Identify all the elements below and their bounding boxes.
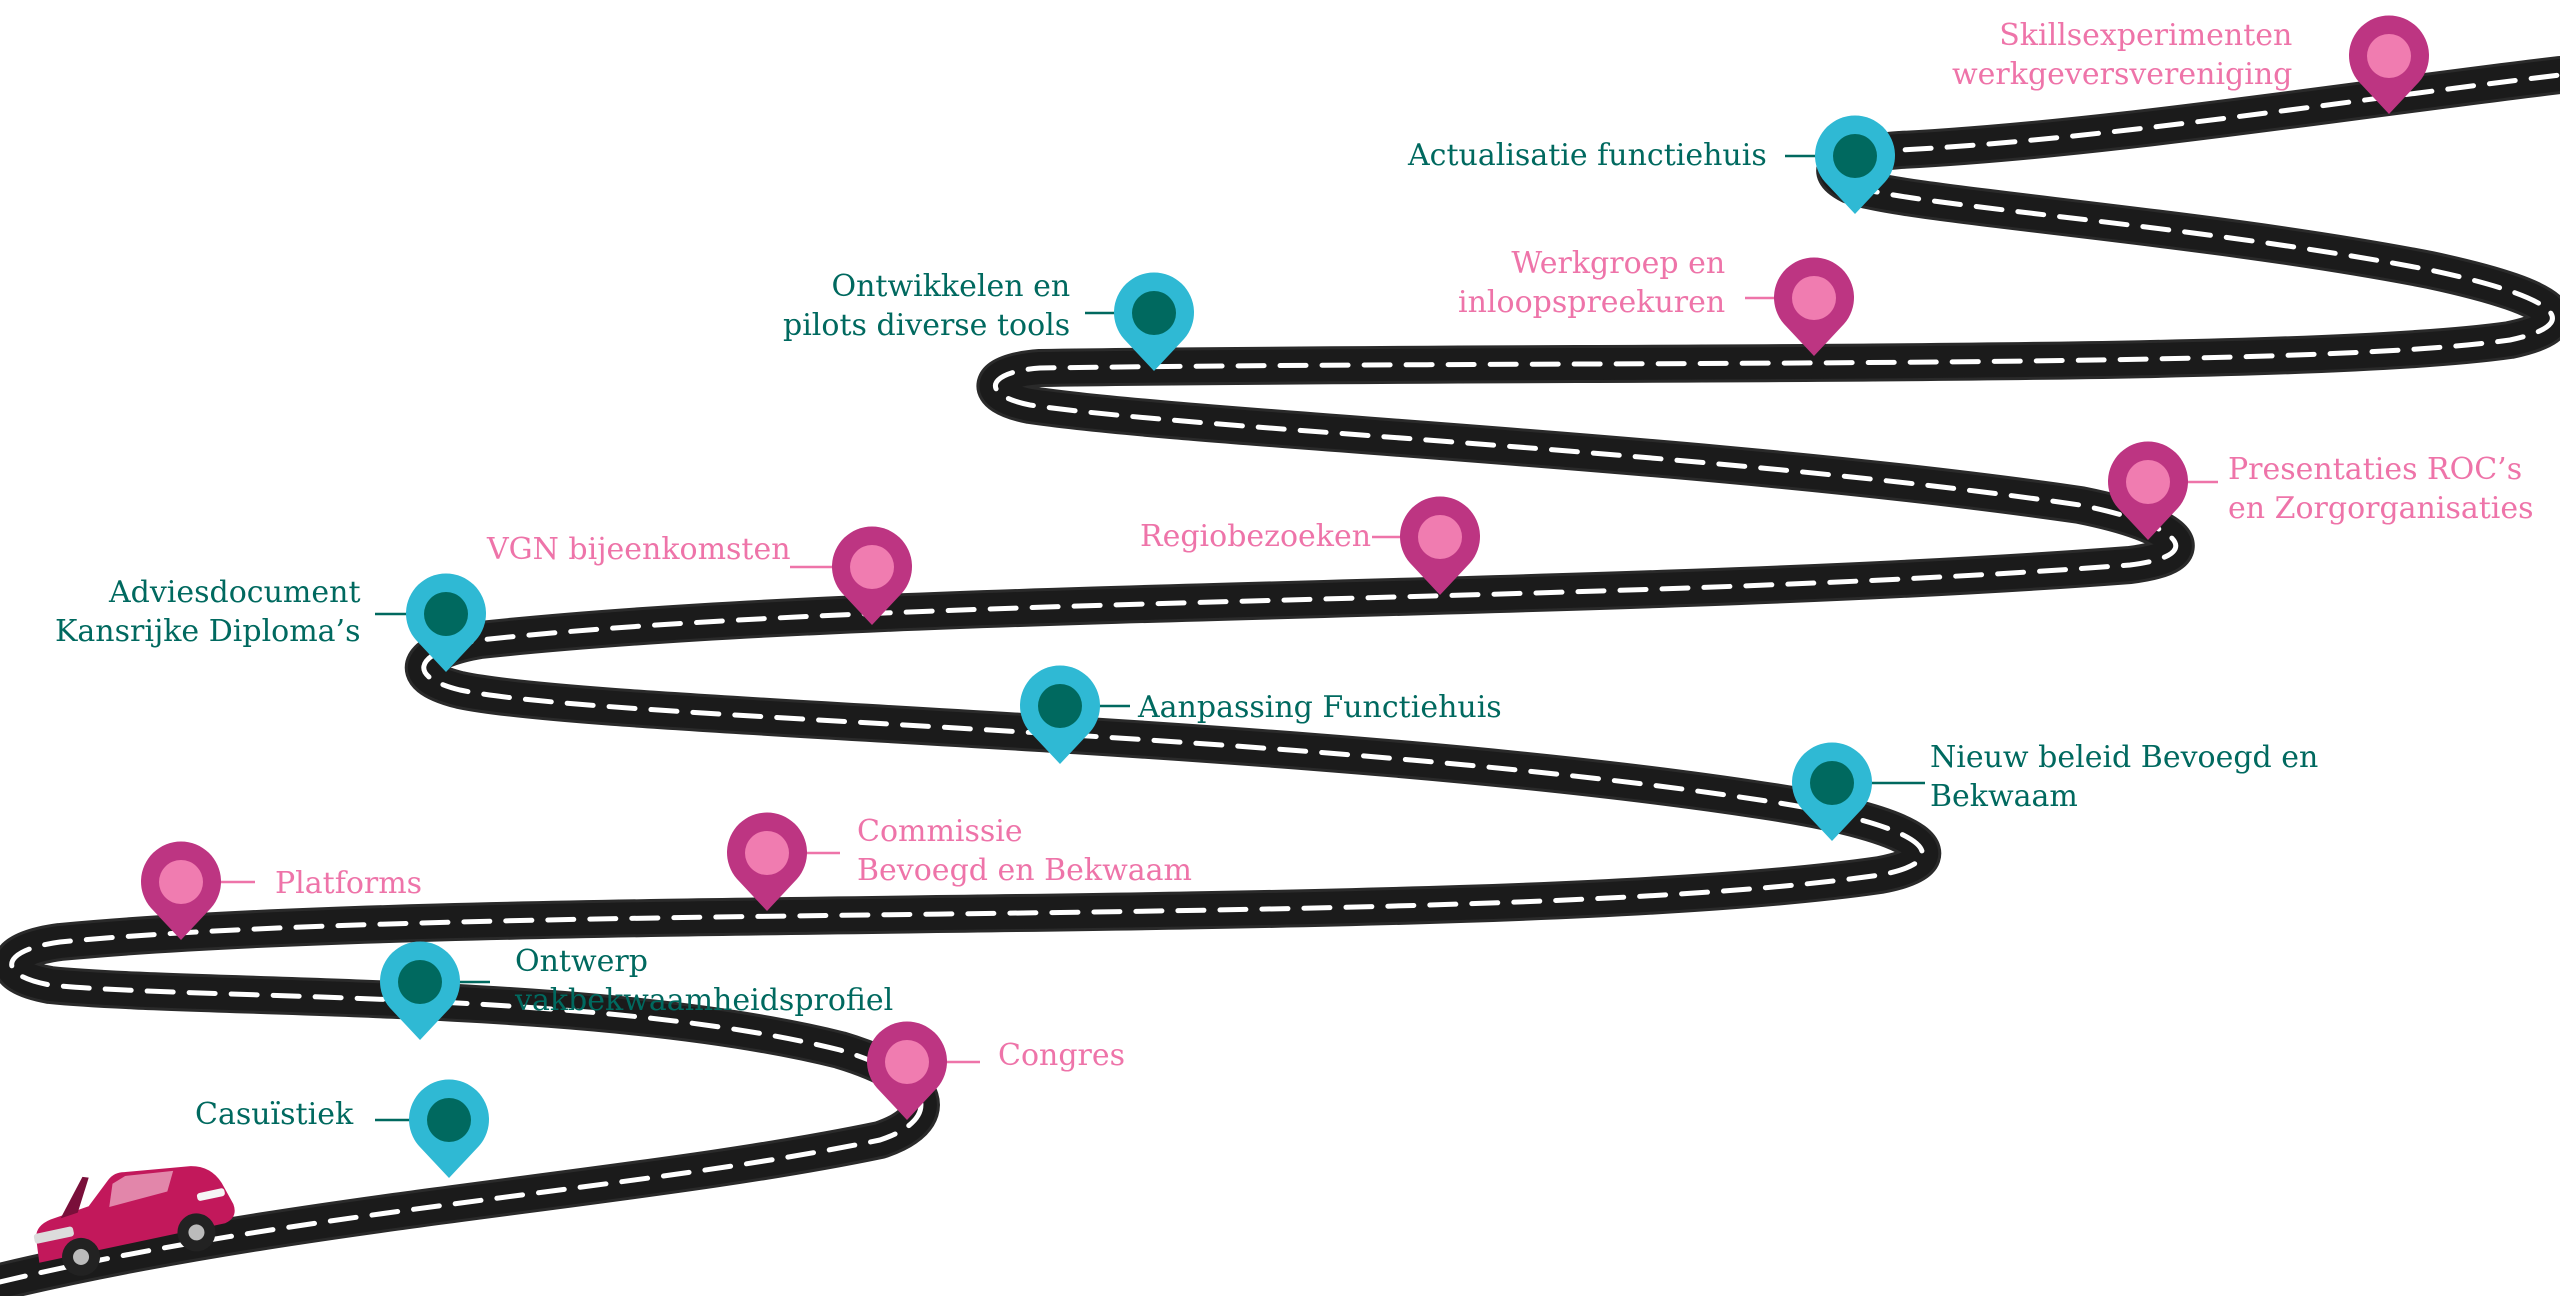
milestone-label-line: pilots diverse tools bbox=[783, 308, 1071, 343]
milestone-label-werkgroep: Werkgroep en inloopspreekuren bbox=[1458, 244, 1725, 322]
milestone-label-line: Casuïstiek bbox=[195, 1097, 354, 1132]
milestone-label-line: Regiobezoeken bbox=[1140, 519, 1372, 554]
milestone-label-actualisatie: Actualisatie functiehuis bbox=[1408, 136, 1767, 175]
milestone-label-line: Kansrijke Diploma’s bbox=[55, 614, 361, 649]
milestone-label-casuistiek: Casuïstiek bbox=[195, 1095, 353, 1134]
milestone-label-line: Platforms bbox=[275, 866, 423, 901]
map-pin-icon-adviesdocument bbox=[406, 573, 486, 672]
milestone-label-line: VGN bijeenkomsten bbox=[487, 532, 791, 567]
milestone-label-regiobezoeken: Regiobezoeken bbox=[1140, 517, 1371, 556]
milestone-label-ontwikkelen: Ontwikkelen en pilots diverse tools bbox=[783, 267, 1070, 345]
map-pin-icon-ontwikkelen bbox=[1114, 272, 1194, 371]
milestone-label-line: inloopspreekuren bbox=[1458, 285, 1726, 320]
car-icon bbox=[33, 1166, 235, 1276]
map-pin-icon-aanpassing bbox=[1019, 665, 1100, 764]
map-pin-icon-werkgroep bbox=[1774, 257, 1855, 356]
map-pin-icon-casuistiek bbox=[409, 1079, 489, 1178]
milestone-label-line: Werkgroep en bbox=[1511, 246, 1726, 281]
milestone-label-nieuw-beleid: Nieuw beleid Bevoegd en Bekwaam bbox=[1930, 738, 2318, 816]
milestone-label-line: Congres bbox=[998, 1038, 1126, 1073]
milestone-label-line: Actualisatie functiehuis bbox=[1408, 138, 1767, 173]
map-pin-icon-vgn bbox=[832, 526, 913, 625]
milestone-label-congres: Congres bbox=[998, 1036, 1125, 1075]
map-pin-icon-presentaties bbox=[2108, 441, 2188, 540]
milestone-label-vgn: VGN bijeenkomsten bbox=[487, 530, 791, 569]
milestone-label-line: werkgeversvereniging bbox=[1952, 57, 2293, 92]
milestone-label-line: Commissie bbox=[857, 814, 1023, 849]
milestone-label-line: Adviesdocument bbox=[108, 575, 361, 610]
map-pin-icon-nieuw-beleid bbox=[1792, 742, 1872, 841]
map-pin-icon-regiobezoeken bbox=[1399, 496, 1480, 595]
milestone-label-line: Skillsexperimenten bbox=[1999, 18, 2293, 53]
map-pin-icon-congres bbox=[867, 1021, 948, 1120]
milestone-label-presentaties: Presentaties ROC’s en Zorgorganisaties bbox=[2228, 450, 2534, 528]
milestone-label-line: Aanpassing Functiehuis bbox=[1138, 690, 1502, 725]
milestone-label-line: Ontwerp bbox=[515, 944, 648, 979]
map-pin-icon-actualisatie bbox=[1814, 115, 1895, 214]
milestone-label-line: Bekwaam bbox=[1930, 779, 2078, 814]
milestone-label-line: Ontwikkelen en bbox=[831, 269, 1071, 304]
map-pin-icon-skills bbox=[2348, 15, 2429, 115]
map-pin-icon-platforms bbox=[141, 841, 221, 940]
milestone-label-line: Presentaties ROC’s bbox=[2228, 452, 2523, 487]
milestone-label-skills: Skillsexperimenten werkgeversvereniging bbox=[1952, 16, 2292, 94]
milestone-label-ontwerp: Ontwerp vakbekwaamheidsprofiel bbox=[515, 942, 893, 1020]
map-pin-icon-commissie bbox=[727, 812, 808, 911]
milestone-label-line: en Zorgorganisaties bbox=[2228, 491, 2534, 526]
milestone-label-line: vakbekwaamheidsprofiel bbox=[515, 983, 894, 1018]
milestone-label-line: Bevoegd en Bekwaam bbox=[857, 853, 1192, 888]
map-pin-icon-ontwerp bbox=[379, 941, 460, 1040]
milestone-label-line: Nieuw beleid Bevoegd en bbox=[1930, 740, 2319, 775]
milestone-label-platforms: Platforms bbox=[275, 864, 422, 903]
milestone-label-aanpassing: Aanpassing Functiehuis bbox=[1138, 688, 1502, 727]
